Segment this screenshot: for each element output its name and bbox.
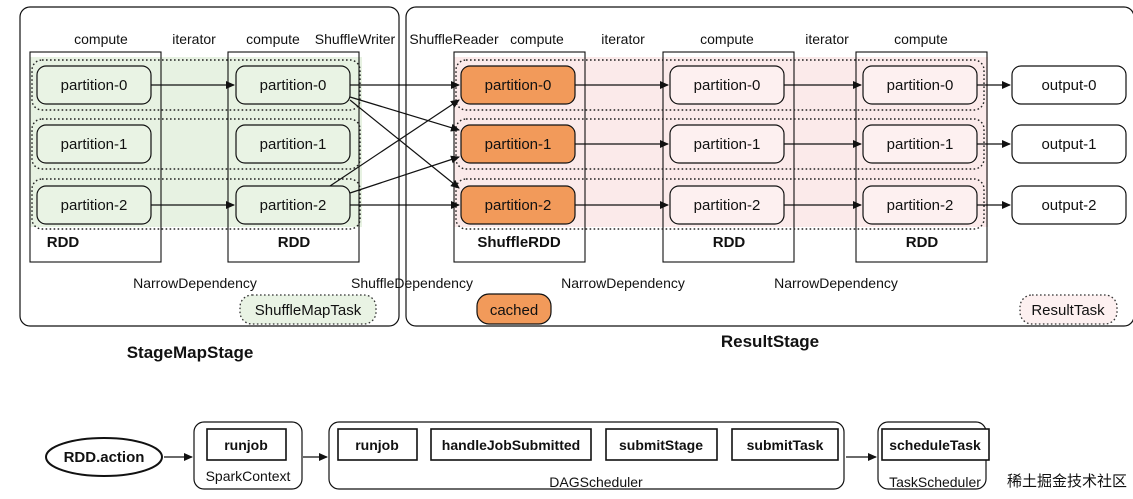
partition-label: partition-1 (485, 136, 552, 153)
task-scheduler-label: TaskScheduler (889, 474, 981, 490)
watermark-text: 稀土掘金技术社区 (1007, 473, 1127, 490)
result-task-label: ResultTask (1031, 302, 1105, 319)
partition-label: partition-0 (260, 77, 327, 94)
step-label: submitTask (747, 437, 824, 453)
partition-label: partition-2 (260, 197, 327, 214)
result-task-badge (1019, 294, 1118, 325)
output-node (1011, 65, 1127, 105)
partition-label: partition-1 (61, 136, 128, 153)
partition-label: partition-2 (61, 197, 128, 214)
partition-label: partition-1 (260, 136, 327, 153)
partition-label: partition-0 (485, 77, 552, 94)
step-label: submitStage (619, 437, 703, 453)
iterator-label-3: iterator (805, 31, 849, 47)
output-node (1011, 185, 1127, 225)
rdd-box-3 (662, 51, 795, 263)
iterator-label-2: iterator (601, 31, 645, 47)
output-label: output-2 (1041, 197, 1096, 214)
partition-label: partition-1 (694, 136, 761, 153)
compute-label-3: compute (510, 31, 564, 47)
step-box (206, 428, 287, 461)
rdd-action-label: RDD.action (64, 449, 145, 466)
rdd-action-node (45, 437, 163, 477)
step-label: runjob (224, 437, 268, 453)
shuffle-map-task-badge (239, 294, 377, 325)
compute-label-4: compute (700, 31, 754, 47)
partition-node (235, 124, 351, 164)
step-box (731, 428, 839, 461)
rdd-box-1 (29, 51, 162, 263)
spark-context-label: SparkContext (206, 468, 291, 484)
output-label: output-0 (1041, 77, 1096, 94)
shuffle-rdd-footer-label: ShuffleRDD (477, 234, 560, 251)
narrow-dependency-label: NarrowDependency (561, 275, 685, 291)
iterator-label-1: iterator (172, 31, 216, 47)
narrow-dependency-label: NarrowDependency (774, 275, 898, 291)
rdd-footer-label: RDD (713, 234, 746, 251)
partition-label: partition-2 (485, 197, 552, 214)
partition-label: partition-2 (887, 197, 954, 214)
step-box (337, 428, 418, 461)
dag-scheduler-label: DAGScheduler (549, 474, 643, 490)
stage-map-stage-title: StageMapStage (127, 343, 254, 362)
compute-label-2: compute (246, 31, 300, 47)
rdd-box-2 (227, 51, 360, 263)
cached-label: cached (490, 302, 538, 319)
shuffle-dependency-label: ShuffleDependency (351, 275, 473, 291)
output-node (1011, 124, 1127, 164)
step-label: handleJobSubmitted (442, 437, 580, 453)
partition-node (36, 124, 152, 164)
step-box (430, 428, 592, 461)
shuffle-map-task-label: ShuffleMapTask (255, 302, 362, 319)
partition-label: partition-2 (694, 197, 761, 214)
result-stage-title: ResultStage (721, 332, 819, 351)
partition-label: partition-1 (887, 136, 954, 153)
rdd-box-4 (855, 51, 988, 263)
cached-badge (476, 293, 552, 325)
narrow-dependency-label: NarrowDependency (133, 275, 257, 291)
output-label: output-1 (1041, 136, 1096, 153)
dependency-arrows (151, 81, 1011, 209)
rdd-footer-label: RDD (47, 234, 80, 251)
step-label: runjob (355, 437, 399, 453)
compute-label-1: compute (74, 31, 128, 47)
partition-label: partition-0 (887, 77, 954, 94)
shuffle-writer-label: ShuffleWriter (315, 31, 396, 47)
shuffle-reader-label: ShuffleReader (409, 31, 499, 47)
rdd-footer-label: RDD (278, 234, 311, 251)
partition-label: partition-0 (694, 77, 761, 94)
compute-label-5: compute (894, 31, 948, 47)
rdd-footer-label: RDD (906, 234, 939, 251)
step-box (881, 428, 990, 461)
partition-label: partition-0 (61, 77, 128, 94)
step-label: scheduleTask (889, 437, 981, 453)
step-box (605, 428, 718, 461)
